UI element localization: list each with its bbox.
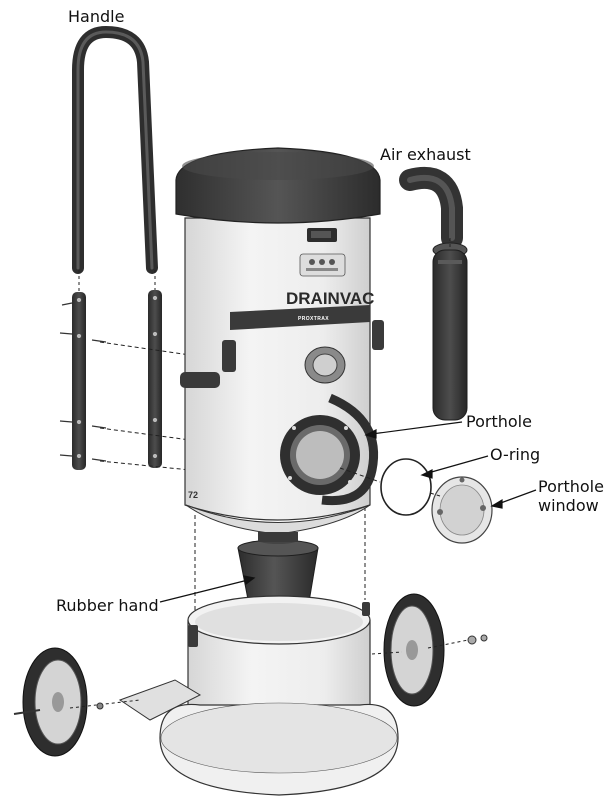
label-rubber-hand: Rubber hand	[56, 596, 159, 615]
porthole-window-part	[431, 476, 493, 544]
wheel-right	[371, 593, 488, 707]
o-ring-part	[380, 458, 432, 516]
handle-part	[59, 25, 162, 470]
porthole-part	[280, 393, 379, 506]
label-porthole-window-line2: window	[538, 496, 599, 515]
vacuum-body: DRAINVAC PROXTRAX 72	[175, 147, 384, 535]
base-canister	[118, 595, 399, 796]
label-o-ring: O-ring	[490, 445, 540, 464]
label-air-exhaust: Air exhaust	[380, 145, 471, 164]
brand-logo: DRAINVAC	[286, 289, 374, 308]
body-badge: 72	[188, 490, 198, 500]
air-exhaust-part	[399, 166, 468, 421]
porthole-alignment-line	[339, 467, 441, 497]
wheel-left	[13, 647, 141, 757]
alignment-lines	[99, 341, 366, 625]
label-porthole-window-line1: Porthole	[538, 477, 604, 496]
label-handle: Handle	[68, 7, 124, 26]
leader-lines	[159, 421, 537, 603]
model-label: PROXTRAX	[298, 316, 329, 322]
label-porthole: Porthole	[466, 412, 532, 431]
